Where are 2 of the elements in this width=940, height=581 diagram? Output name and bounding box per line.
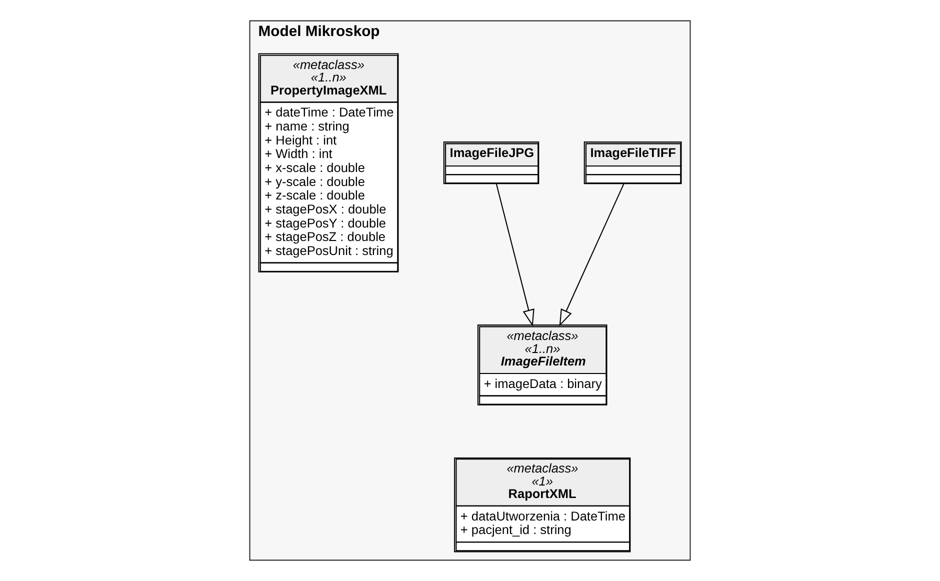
arrow — [559, 184, 624, 326]
arrow — [496, 184, 534, 327]
